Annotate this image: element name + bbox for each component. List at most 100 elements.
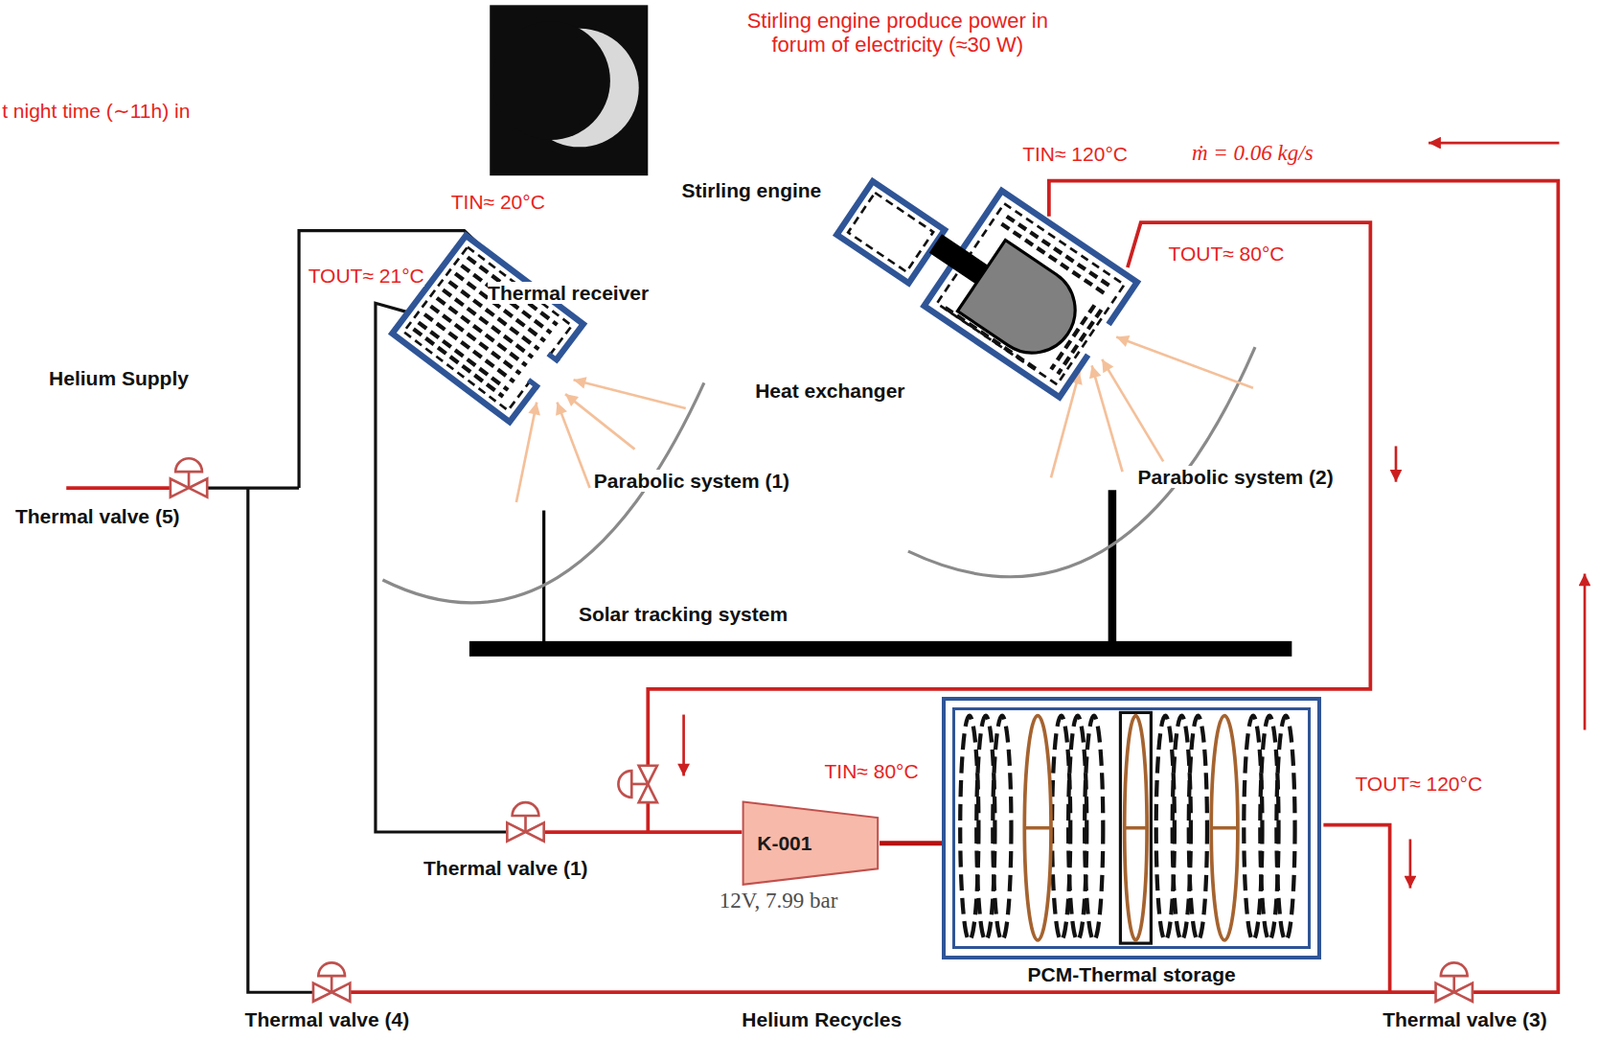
stirling-engine	[836, 181, 945, 283]
light-ray	[1101, 359, 1164, 462]
flow-arrow	[1583, 573, 1587, 731]
coil-loop	[1276, 715, 1295, 940]
valve-stem	[187, 471, 191, 488]
exchanger-aperture	[1082, 320, 1114, 359]
temperature-label: TIN≈ 120°C	[1022, 142, 1128, 165]
thermal-valve	[313, 961, 350, 1001]
storage-title: PCM-Thermal storage	[1028, 962, 1236, 985]
heat-exchanger	[830, 128, 1143, 401]
light-ray	[557, 402, 591, 488]
part-name: Stirling engine	[681, 179, 822, 202]
thermal-valve	[506, 801, 544, 841]
compressor-box: K-001	[741, 800, 880, 886]
hot-pipe	[66, 485, 171, 490]
compressor-tag: K-001	[756, 831, 812, 855]
moon-photo	[489, 4, 648, 176]
label-anchor: Thermal receiver	[487, 281, 649, 305]
receiver-liner	[403, 247, 572, 412]
part-name: Thermal valve (5)	[15, 504, 181, 527]
compressor-body	[743, 801, 879, 885]
scaled-art	[66, 4, 1585, 1001]
light-ray	[516, 402, 537, 503]
helium-pipe	[248, 487, 314, 992]
hot-pipe	[1323, 824, 1390, 993]
receiver-aperture	[528, 353, 562, 389]
label-anchor: Thermal valve (1)	[423, 856, 589, 880]
valve-actuator	[175, 457, 203, 472]
valve-actuator	[512, 801, 540, 816]
hot-pipe	[645, 801, 650, 832]
part-name: Solar tracking system	[578, 602, 788, 625]
label-anchor: Stirling engine produce power in forum o…	[734, 8, 1061, 58]
dish-pole	[1108, 489, 1118, 643]
label-anchor: TIN≈ 20°C	[451, 190, 546, 214]
part-name: Parabolic system (1)	[594, 469, 790, 492]
temperature-label: TOUT≈ 21°C	[308, 264, 425, 287]
coil-loop	[1084, 715, 1103, 940]
baffle-group	[1024, 715, 1238, 940]
baffle-bar	[1024, 825, 1238, 830]
label-anchor: Parabolic system (2)	[1138, 465, 1334, 489]
light-ray	[1116, 336, 1254, 388]
valve-actuator	[318, 961, 345, 976]
label-anchor: TIN≈ 80°C	[824, 759, 919, 783]
coil-loop	[1188, 715, 1208, 940]
part-name: Parabolic system (2)	[1138, 465, 1334, 488]
power-note: Stirling engine produce power in forum o…	[747, 8, 1049, 57]
helium-pipe	[206, 485, 299, 489]
label-anchor: TOUT≈ 80°C	[1167, 242, 1284, 266]
thermal-valve	[617, 765, 657, 802]
valve-stem	[330, 975, 334, 992]
light-ray	[1092, 365, 1123, 472]
label-anchor: Helium Supply	[48, 366, 189, 390]
spec-label: 12V, 7.99 bar	[719, 888, 839, 913]
hot-pipe	[544, 829, 743, 834]
stirling-liner	[847, 192, 934, 273]
coil-loop	[992, 715, 1011, 940]
valve-stem	[1452, 975, 1456, 992]
label-anchor: t night time (∼11h) in	[1, 99, 190, 123]
part-name: Thermal valve (4)	[245, 1007, 411, 1030]
valve-actuator	[617, 770, 632, 798]
label-anchor: Parabolic system (1)	[594, 469, 790, 493]
heading-anchor: PCM-Thermal storage	[941, 962, 1322, 986]
label-anchor: TOUT≈ 120°C	[1354, 772, 1483, 796]
part-name: Heat exchanger	[754, 379, 905, 402]
flow-arrow	[682, 714, 686, 777]
temperature-label: TOUT≈ 120°C	[1354, 772, 1483, 795]
coil-group	[960, 715, 1295, 940]
label-anchor: Thermal valve (5)	[15, 504, 181, 528]
storage-tank: PCM-Thermal storage	[941, 696, 1322, 960]
label-anchor: Heat exchanger	[754, 379, 905, 403]
label-anchor: ṁ = 0.06 kg/s	[1191, 140, 1314, 166]
label-anchor: Thermal valve (4)	[245, 1007, 411, 1031]
part-name: Thermal valve (1)	[423, 856, 589, 879]
label-anchor: 12V, 7.99 bar	[719, 888, 839, 914]
pcm-coils	[960, 711, 1295, 943]
temperature-label: TOUT≈ 80°C	[1167, 242, 1284, 265]
engine-dome	[957, 239, 1092, 369]
parabolic-dish	[908, 346, 1256, 577]
part-name: Helium Supply	[48, 366, 189, 389]
flow-arrow	[1428, 141, 1559, 145]
exchanger-housing	[924, 190, 1138, 397]
part-name: Thermal receiver	[487, 281, 649, 304]
exchanger-liner	[937, 203, 1125, 385]
hot-pipe	[647, 222, 1371, 766]
thermal-valve	[170, 457, 207, 497]
moon-shadow	[491, 21, 611, 140]
valve-actuator	[1440, 961, 1468, 976]
light-ray	[573, 379, 686, 409]
light-ray	[565, 393, 635, 450]
note-text: t night time (∼11h) in	[1, 99, 190, 122]
hot-pipe	[349, 989, 1436, 994]
dish-pole	[542, 510, 546, 643]
thermal-valve	[1436, 961, 1473, 1001]
part-name: Thermal valve (3)	[1382, 1007, 1548, 1030]
exchanger-coil	[944, 216, 1115, 382]
